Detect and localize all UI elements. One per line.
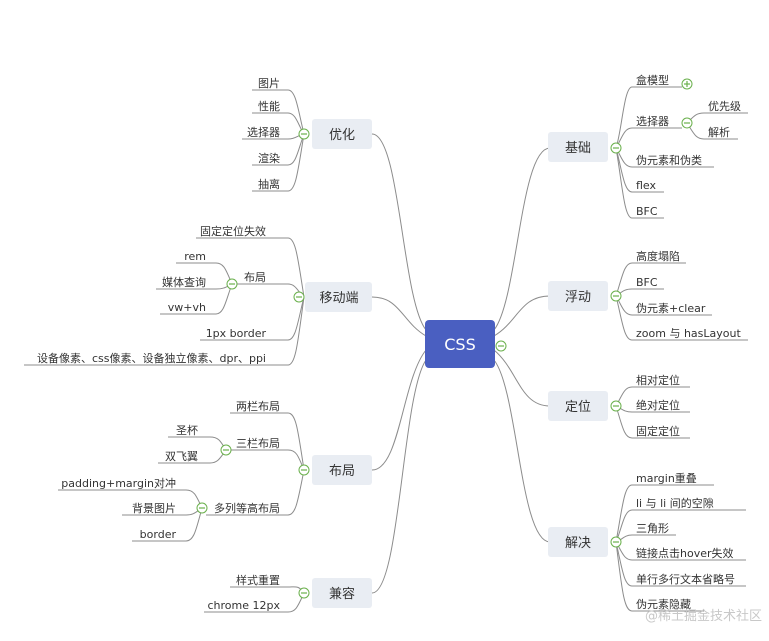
branch-label-youhua: 优化: [329, 128, 355, 143]
watermark: @稀土掘金技术社区: [645, 608, 762, 624]
leaf-bfc[interactable]: BFC: [636, 205, 658, 218]
leaf-yangshi-chongzhi[interactable]: 样式重置: [236, 573, 280, 587]
branch-label-jianrong: 兼容: [329, 586, 355, 602]
branch-node-youhua[interactable]: 优化: [312, 119, 372, 149]
leaf-xuanzeqi[interactable]: 选择器: [636, 114, 669, 128]
collapse-toggle-buju[interactable]: [298, 464, 310, 476]
collapse-toggle-jichu[interactable]: [610, 142, 622, 154]
branch-node-buju[interactable]: 布局: [312, 455, 372, 485]
branch-node-yidong[interactable]: 移动端: [305, 282, 372, 312]
branch-label-fudong: 浮动: [565, 290, 591, 305]
collapse-toggle-xuanzeqi[interactable]: [681, 117, 693, 129]
branch-label-yidong: 移动端: [319, 291, 358, 306]
leaf-jiexi[interactable]: 解析: [708, 125, 730, 139]
branch-label-jiejue: 解决: [565, 536, 591, 551]
branch-node-jichu[interactable]: 基础: [548, 132, 608, 162]
leaf-youxianji[interactable]: 优先级: [708, 100, 741, 113]
root-label: CSS: [444, 335, 475, 354]
leaf-weiyuansu-clear[interactable]: 伪元素+clear: [636, 302, 706, 315]
leaf-sanjiaoxing[interactable]: 三角形: [636, 522, 669, 535]
leaf-youhua-xuanzeqi[interactable]: 选择器: [247, 125, 280, 139]
leaf-weiyuansu-yincang[interactable]: 伪元素隐藏: [636, 598, 691, 611]
collapse-toggle-sanlan[interactable]: [220, 444, 232, 456]
leaf-yidong-buju[interactable]: 布局: [244, 271, 266, 284]
leaf-vw-vh[interactable]: vw+vh: [168, 301, 206, 314]
leaf-zoom-haslayout[interactable]: zoom 与 hasLayout: [636, 327, 741, 340]
branch-label-buju: 布局: [329, 464, 355, 479]
collapse-toggle-duolie[interactable]: [196, 502, 208, 514]
leaf-xingneng[interactable]: 性能: [258, 99, 280, 113]
leaf-fudong-bfc[interactable]: BFC: [636, 276, 658, 289]
leaf-shuangfeiyi[interactable]: 双飞翼: [165, 450, 198, 463]
branch-node-jianrong[interactable]: 兼容: [312, 578, 372, 608]
branch-node-fudong[interactable]: 浮动: [548, 281, 608, 311]
collapse-toggle-mobile-buju[interactable]: [226, 278, 238, 290]
leaf-beijing-tupian[interactable]: 背景图片: [132, 501, 176, 515]
leaf-1px-border[interactable]: 1px border: [206, 327, 267, 340]
leaf-guding-shixiao[interactable]: 固定定位失效: [200, 224, 266, 238]
leaf-gaodutaxian[interactable]: 高度塌陷: [636, 249, 680, 263]
root-node[interactable]: CSS: [425, 320, 495, 368]
leaf-li-kongxi[interactable]: li 与 li 间的空隙: [636, 496, 714, 510]
leaf-juedui[interactable]: 绝对定位: [636, 398, 680, 412]
leaf-guding[interactable]: 固定定位: [636, 424, 680, 438]
leaf-hemoxing[interactable]: 盒模型: [636, 73, 669, 87]
branch-node-dingwei[interactable]: 定位: [548, 391, 608, 421]
collapse-toggle-yidong[interactable]: [293, 291, 305, 303]
leaf-hover-shixiao[interactable]: 链接点击hover失效: [636, 546, 734, 560]
branch-label-dingwei: 定位: [565, 400, 591, 415]
connectors: [24, 86, 748, 613]
leaf-lianglan[interactable]: 两栏布局: [236, 399, 280, 413]
leaf-chrome-12px[interactable]: chrome 12px: [208, 599, 281, 612]
expand-toggle-hemoxing[interactable]: [681, 78, 693, 90]
leaf-xiangdui[interactable]: 相对定位: [636, 373, 680, 387]
collapse-toggle-youhua[interactable]: [298, 128, 310, 140]
leaf-padding-margin[interactable]: padding+margin对冲: [61, 476, 176, 490]
leaf-chouli[interactable]: 抽离: [258, 177, 280, 191]
leaf-border[interactable]: border: [140, 528, 177, 541]
root-collapse-toggle[interactable]: [495, 340, 507, 352]
collapse-toggle-jianrong[interactable]: [298, 587, 310, 599]
leaf-shebei-xiangsu[interactable]: 设备像素、css像素、设备独立像素、dpr、ppi: [37, 351, 266, 365]
branch-label-jichu: 基础: [565, 141, 591, 156]
leaf-weiyuansu-weilei[interactable]: 伪元素和伪类: [636, 153, 702, 167]
leaf-tupian[interactable]: 图片: [258, 77, 280, 90]
collapse-toggle-fudong[interactable]: [610, 290, 622, 302]
collapse-toggle-dingwei[interactable]: [610, 400, 622, 412]
leaf-margin-chongdie[interactable]: margin重叠: [636, 471, 697, 485]
leaf-shenglvehao[interactable]: 单行多行文本省略号: [636, 572, 735, 586]
leaf-rem[interactable]: rem: [184, 250, 206, 263]
leaf-meiti-chaxun[interactable]: 媒体查询: [162, 275, 206, 289]
leaf-sanlan[interactable]: 三栏布局: [236, 436, 280, 450]
branch-node-jiejue[interactable]: 解决: [548, 527, 608, 557]
collapse-toggle-jiejue[interactable]: [610, 536, 622, 548]
leaf-shengbei[interactable]: 圣杯: [176, 423, 198, 437]
leaf-flex[interactable]: flex: [636, 179, 657, 192]
leaf-duolie-denggao[interactable]: 多列等高布局: [214, 501, 280, 515]
leaf-xuanran[interactable]: 渲染: [258, 151, 280, 165]
